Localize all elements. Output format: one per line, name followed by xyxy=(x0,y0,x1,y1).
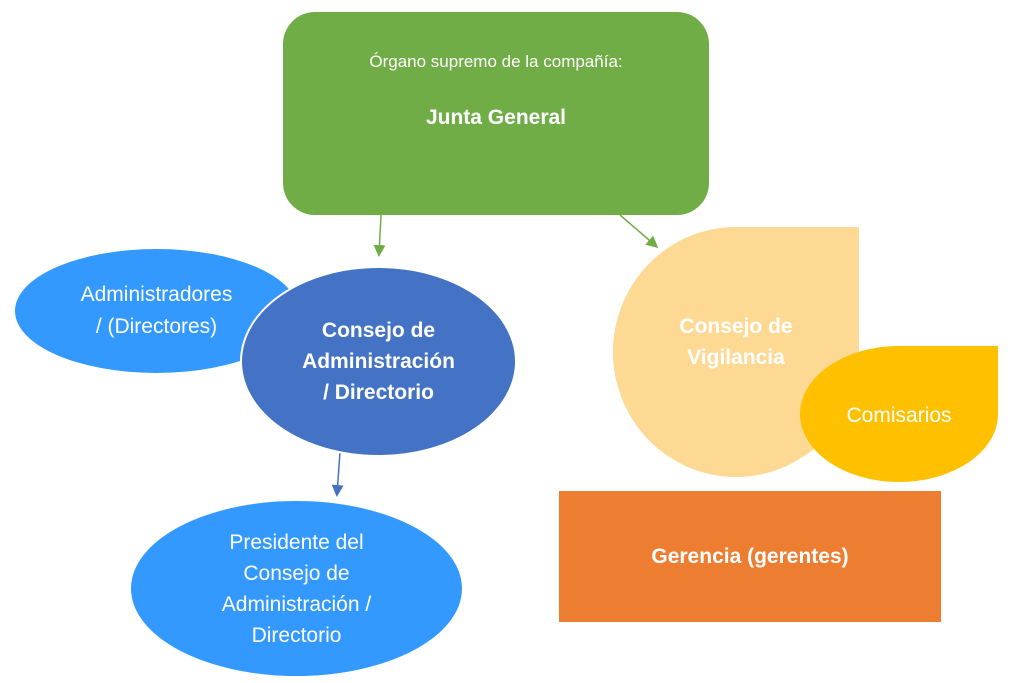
vigilancia-line1: Consejo de xyxy=(679,315,793,338)
arrow-consejo-to-presidente xyxy=(331,451,344,497)
arrow-junta-to-consejo xyxy=(373,214,386,257)
comisarios-drop: Comisarios xyxy=(800,346,998,482)
gerencia-box: Gerencia (gerentes) xyxy=(559,491,941,622)
consejo-admin-line3: / Directorio xyxy=(323,381,434,404)
consejo-administracion-ellipse: Consejo de Administración / Directorio xyxy=(240,266,517,457)
gerencia-label: Gerencia (gerentes) xyxy=(651,544,849,568)
comisarios-label: Comisarios xyxy=(846,404,952,427)
consejo-admin-line2: Administración xyxy=(302,350,455,373)
consejo-admin-line1: Consejo de xyxy=(321,319,436,342)
vigilancia-line2: Vigilancia xyxy=(687,346,785,369)
presidente-line4: Directorio xyxy=(251,623,342,647)
junta-title: Junta General xyxy=(425,105,567,129)
junta-general-box: Órgano supremo de la compañía: Junta Gen… xyxy=(283,12,709,215)
junta-subtitle: Órgano supremo de la compañía: xyxy=(369,51,623,71)
administradores-line2: / (Directores) xyxy=(95,315,218,338)
presidente-line3: Administración / xyxy=(221,592,372,616)
presidente-ellipse: Presidente del Consejo de Administración… xyxy=(131,501,462,676)
presidente-line2: Consejo de xyxy=(243,561,350,585)
administradores-line1: Administradores xyxy=(80,283,233,306)
presidente-line1: Presidente del xyxy=(229,530,364,554)
arrow-junta-to-vigilancia xyxy=(619,214,659,248)
